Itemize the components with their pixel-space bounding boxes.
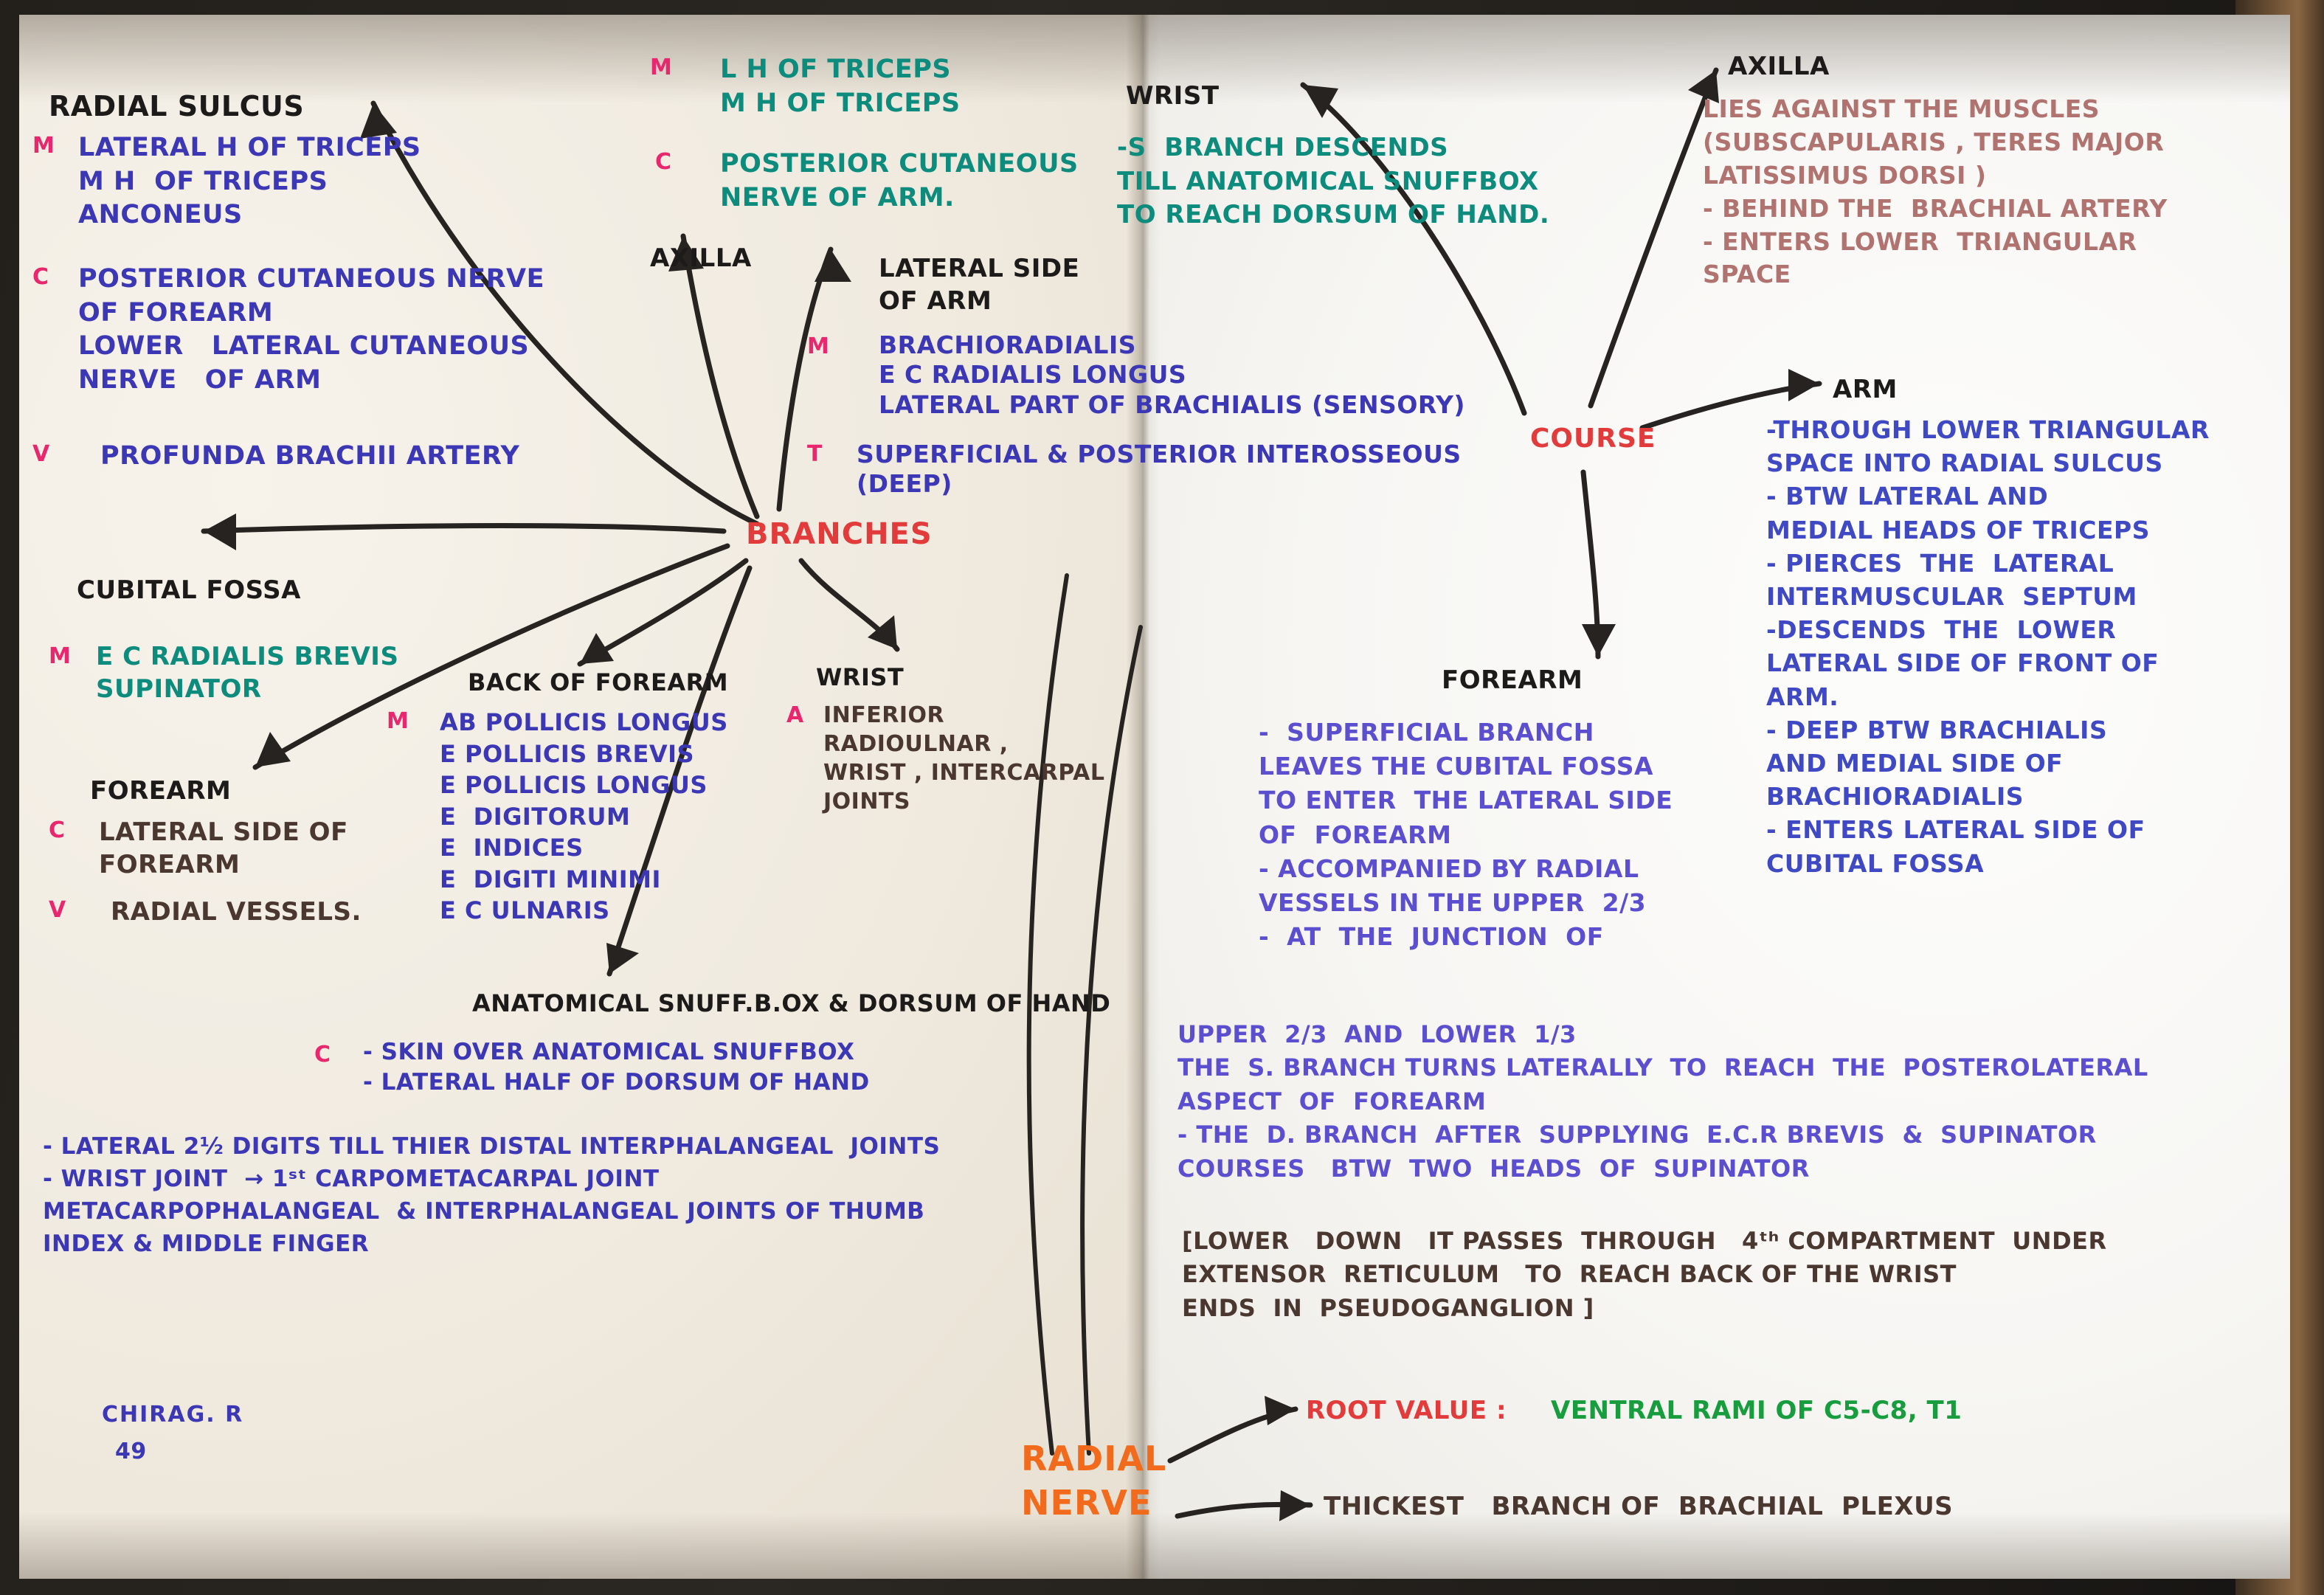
course-forearm-body-wide: UPPER 2/3 AND LOWER 1/3 THE S. BRANCH TU… [1177,1020,2148,1183]
branch-wrist-heading: WRIST [816,663,905,691]
tag-cutaneous-snuffbox: C [314,1042,331,1068]
signature-number: 49 [115,1439,147,1464]
hub-radial-nerve-line1[interactable]: RADIAL [1021,1439,1167,1478]
course-axilla-heading: AXILLA [1728,52,1830,81]
course-axilla-body: LIES AGAINST THE MUSCLES (SUBSCAPULARIS … [1703,94,2168,289]
tag-articular-wrist: A [786,702,804,728]
course-arm-body: -THROUGH LOWER TRIANGULAR SPACE INTO RAD… [1766,415,2210,878]
tag-muscles-cubital-fossa: M [49,643,71,669]
tag-cutaneous-radial-sulcus: C [32,264,49,290]
hub-branches[interactable]: BRANCHES [746,517,933,551]
branch-radial-sulcus-vessel: PROFUNDA BRACHII ARTERY [100,441,520,471]
hub-course[interactable]: COURSE [1530,423,1656,454]
branch-forearm-cutaneous: LATERAL SIDE OF FOREARM [99,817,348,880]
root-value-label: ROOT VALUE : [1306,1396,1507,1425]
branch-axilla-cutaneous: POSTERIOR CUTANEOUS NERVE OF ARM. [720,149,1079,212]
branch-radial-sulcus-muscles: LATERAL H OF TRICEPS M H OF TRICEPS ANCO… [78,133,421,229]
branch-cubital-fossa-muscles: E C RADIALIS BREVIS SUPINATOR [96,642,399,705]
branch-back-forearm-muscles: AB POLLICIS LONGUS E POLLICIS BREVIS E P… [440,708,728,925]
branch-radial-sulcus-heading: RADIAL SULCUS [49,90,305,122]
tag-muscles-back-forearm: M [387,708,409,734]
page-gutter [1126,15,1160,1579]
tag-vessel-forearm: V [49,897,66,923]
notebook-paper: RADIAL SULCUS M LATERAL H OF TRICEPS M H… [19,15,2290,1579]
branch-lateral-arm-heading-1: LATERAL SIDE [879,254,1080,283]
tag-cutaneous-forearm: C [49,817,66,843]
signature-name: CHIRAG. R [102,1402,244,1428]
branch-cubital-fossa-heading: CUBITAL FOSSA [77,575,301,605]
course-wrist-heading: WRIST [1126,81,1220,111]
branch-wrist-articular: INFERIOR RADIOULNAR , WRIST , INTERCARPA… [823,702,1105,814]
branch-forearm-heading: FOREARM [90,776,232,806]
tag-muscles-lateral-arm: M [807,333,829,359]
hub-radial-nerve-line2[interactable]: NERVE [1021,1483,1152,1523]
branch-lateral-arm-muscles: BRACHIORADIALIS E C RADIALIS LONGUS LATE… [879,331,1465,419]
branch-lateral-arm-heading-2: OF ARM [879,286,992,316]
branch-forearm-vessel: RADIAL VESSELS. [111,897,362,927]
course-arm-heading: ARM [1833,375,1898,404]
tag-muscles-radial-sulcus: M [32,133,55,159]
root-value-text: VENTRAL RAMI OF C5-C8, T1 [1551,1396,1962,1425]
course-forearm-bracket: [LOWER DOWN IT PASSES THROUGH 4ᵗʰ COMPAR… [1182,1227,2107,1322]
thickest-branch-text: THICKEST BRANCH OF BRACHIAL PLEXUS [1324,1492,1954,1521]
branch-snuffbox-cutaneous: - SKIN OVER ANATOMICAL SNUFFBOX - LATERA… [363,1039,870,1096]
tag-terminal-lateral-arm: T [807,441,823,467]
tag-muscles-axilla: M [650,55,672,80]
tag-cutaneous-axilla: C [655,149,672,175]
bottom-shade [19,1512,2290,1579]
course-forearm-heading: FOREARM [1442,665,1583,695]
course-forearm-body: - SUPERFICIAL BRANCH LEAVES THE CUBITAL … [1259,718,1673,952]
branch-axilla-heading: AXILLA [650,243,752,273]
branch-snuffbox-joints: - LATERAL 2½ DIGITS TILL THIER DISTAL IN… [43,1133,941,1258]
branch-radial-sulcus-cutaneous: POSTERIOR CUTANEOUS NERVE OF FOREARM LOW… [78,264,545,395]
top-shade [19,15,2290,103]
branch-lateral-arm-terminal: SUPERFICIAL & POSTERIOR INTEROSSEOUS (DE… [857,440,1462,499]
branch-back-forearm-heading: BACK OF FOREARM [468,668,729,696]
branch-axilla-muscles: L H OF TRICEPS M H OF TRICEPS [720,55,961,118]
branch-snuffbox-heading: ANATOMICAL SNUFF.B.OX & DORSUM OF HAND [472,989,1111,1017]
course-wrist-body: -S BRANCH DESCENDS TILL ANATOMICAL SNUFF… [1117,133,1550,230]
tag-vessel-radial-sulcus: V [32,441,50,467]
